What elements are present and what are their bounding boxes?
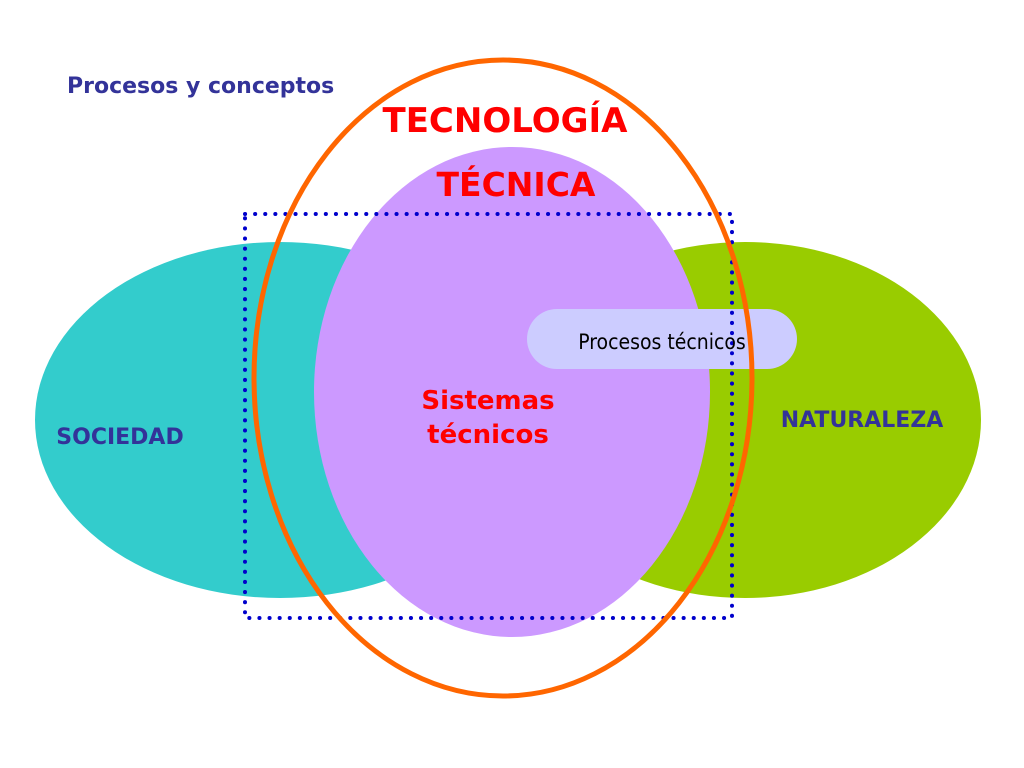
procesos-tecnicos-pill: [527, 309, 797, 369]
procesos-tecnicos-label: Procesos técnicos: [578, 330, 746, 354]
tecnica-label: TÉCNICA: [437, 164, 596, 204]
tecnologia-ellipse: [251, 57, 755, 699]
diagram-title: Procesos y conceptos: [67, 74, 334, 99]
naturaleza-label: NATURALEZA: [781, 408, 944, 433]
sistemas-label-line1: Sistemas: [421, 386, 554, 416]
tecnologia-label: TECNOLOGÍA: [383, 100, 629, 141]
sistemas-label-line2: técnicos: [427, 420, 549, 450]
dotted-frame: [243, 212, 734, 620]
tecnica-ellipse: [314, 147, 710, 637]
sociedad-label: SOCIEDAD: [56, 425, 183, 450]
